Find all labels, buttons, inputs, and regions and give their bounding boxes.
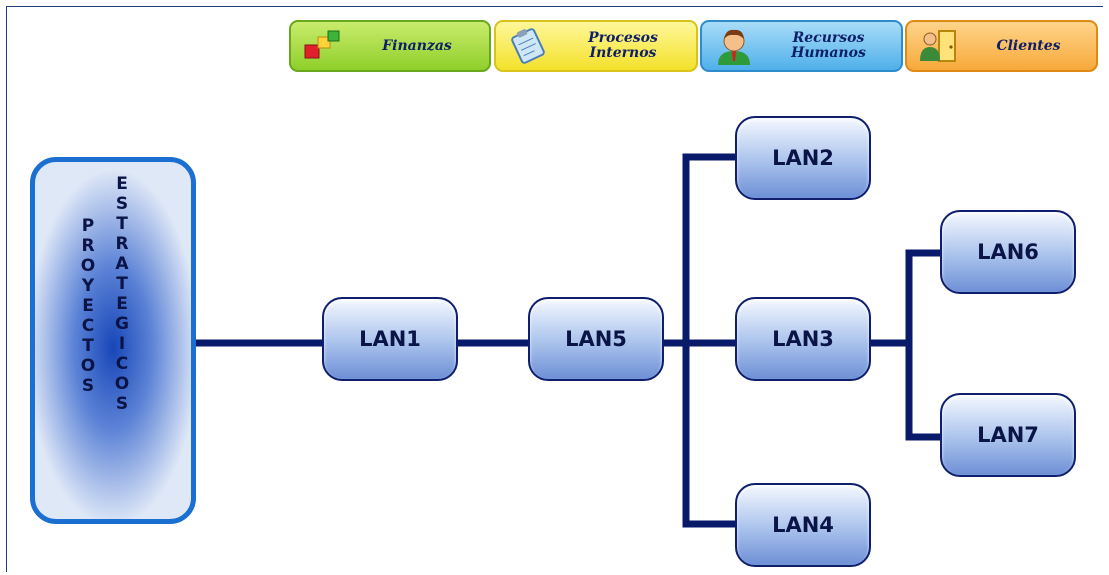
tab-label: Recursos Humanos bbox=[791, 30, 866, 61]
node-lan3: LAN3 bbox=[735, 297, 871, 381]
vertical-letter: C bbox=[115, 354, 129, 374]
vertical-letter: T bbox=[116, 274, 128, 294]
vertical-letter: O bbox=[80, 256, 96, 276]
tab-recursos-humanos[interactable]: Recursos Humanos bbox=[700, 20, 903, 72]
vertical-letter: E bbox=[116, 294, 128, 314]
tab-label: Finanzas bbox=[382, 37, 452, 54]
vertical-letter: E bbox=[116, 174, 128, 194]
tab-label: Procesos Internos bbox=[588, 30, 658, 61]
door-icon bbox=[917, 27, 961, 65]
tab-finanzas[interactable]: Finanzas bbox=[289, 20, 491, 72]
tab-procesos-internos[interactable]: Procesos Internos bbox=[494, 20, 698, 72]
person-icon bbox=[712, 27, 756, 65]
vertical-letter: A bbox=[115, 254, 129, 274]
vertical-letter: I bbox=[118, 334, 126, 354]
vertical-letter: T bbox=[116, 214, 128, 234]
clipboard-icon bbox=[506, 27, 550, 65]
vertical-letter: S bbox=[115, 394, 129, 414]
vertical-letter: O bbox=[80, 356, 96, 376]
vertical-letter: Y bbox=[81, 276, 95, 296]
vertical-letter: G bbox=[115, 314, 129, 334]
node-lan5: LAN5 bbox=[528, 297, 664, 381]
node-lan1: LAN1 bbox=[322, 297, 458, 381]
vertical-letter: S bbox=[115, 194, 129, 214]
vertical-letter: C bbox=[81, 316, 95, 336]
vertical-letter: T bbox=[82, 336, 94, 356]
link-trunk-lan2-lan4 bbox=[682, 153, 735, 528]
tab-clientes[interactable]: Clientes bbox=[905, 20, 1098, 72]
node-lan6: LAN6 bbox=[940, 210, 1076, 294]
vertical-letter: S bbox=[81, 376, 95, 396]
link-trunk-lan6-lan7 bbox=[905, 249, 940, 441]
cubes-icon bbox=[301, 27, 345, 65]
proyectos-estrategicos-block bbox=[30, 157, 196, 524]
node-lan7: LAN7 bbox=[940, 393, 1076, 477]
tab-label: Clientes bbox=[996, 37, 1061, 54]
node-lan2: LAN2 bbox=[735, 116, 871, 200]
vertical-letter: E bbox=[82, 296, 94, 316]
diagram-frame bbox=[6, 6, 1103, 572]
vertical-letter: R bbox=[81, 236, 95, 256]
vertical-letter: O bbox=[114, 374, 130, 394]
vertical-letter: R bbox=[115, 234, 129, 254]
node-lan4: LAN4 bbox=[735, 483, 871, 567]
vertical-letter: P bbox=[81, 216, 95, 236]
